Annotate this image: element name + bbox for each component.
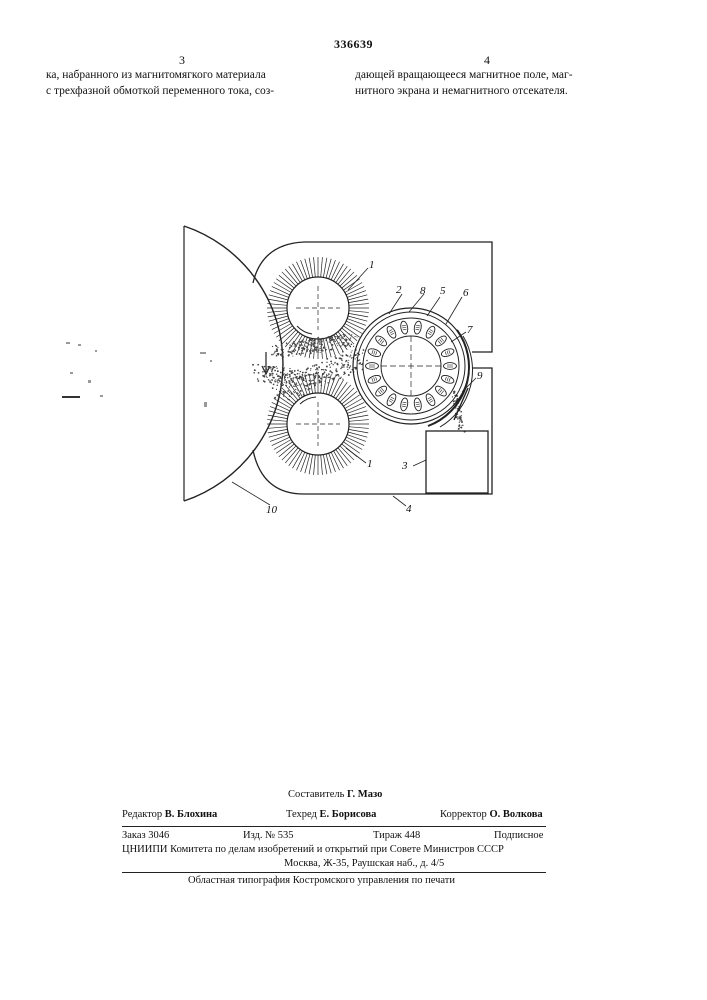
compiler-line: Составитель Г. Мазо (288, 790, 382, 801)
footer-rule-bottom (122, 872, 546, 873)
footer-rule-top (122, 826, 546, 827)
label-7: 7 (467, 324, 473, 336)
org-line-2: Москва, Ж-35, Раушская наб., д. 4/5 (284, 859, 444, 870)
drum-10 (184, 226, 283, 501)
printer-line: Областная типография Костромского управл… (188, 876, 455, 887)
order-number: Заказ 3046 (122, 831, 169, 842)
label-1-upper: 1 (369, 259, 375, 271)
compiler-label: Составитель (288, 789, 344, 800)
label-9: 9 (477, 370, 483, 382)
label-4: 4 (406, 503, 412, 515)
subscription: Подписное (494, 831, 543, 842)
corrector-line: Корректор О. Волкова (440, 810, 543, 821)
corrector-label: Корректор (440, 809, 487, 820)
label-1-lower: 1 (367, 458, 373, 470)
editor-line: Редактор В. Блохина (122, 810, 217, 821)
label-3: 3 (401, 460, 408, 472)
techred-label: Техред (286, 809, 317, 820)
label-8: 8 (420, 285, 426, 297)
corrector-name: О. Волкова (489, 809, 542, 820)
label-10: 10 (266, 504, 278, 516)
label-5: 5 (440, 285, 446, 297)
compiler-name: Г. Мазо (347, 789, 382, 800)
label-6: 6 (463, 287, 469, 299)
editor-label: Редактор (122, 809, 162, 820)
techred-line: Техред Е. Борисова (286, 810, 376, 821)
techred-name: Е. Борисова (320, 809, 377, 820)
collector-box-3 (426, 431, 488, 493)
izd-number: Изд. № 535 (243, 831, 294, 842)
label-2: 2 (396, 284, 402, 296)
org-line-1: ЦНИИПИ Комитета по делам изобретений и о… (122, 845, 504, 856)
tirazh: Тираж 448 (373, 831, 420, 842)
editor-name: В. Блохина (165, 809, 218, 820)
